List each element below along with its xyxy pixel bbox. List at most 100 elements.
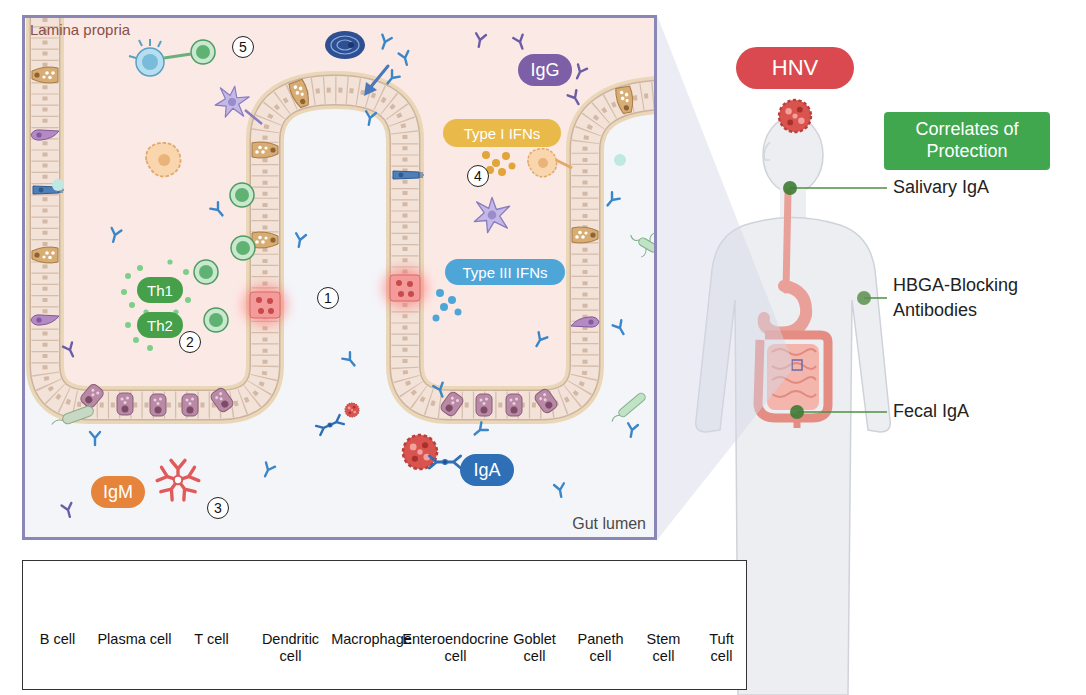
node-text: Th1 xyxy=(147,282,173,299)
epithelial-special-cells xyxy=(615,86,635,114)
lamina-cells xyxy=(136,48,164,76)
epithelium-band xyxy=(45,18,654,405)
epithelial-special-cells xyxy=(150,394,166,416)
lamina-cells xyxy=(492,159,500,167)
epithelial-special-cells xyxy=(79,382,105,409)
lumen-content xyxy=(554,483,566,498)
lamina-cells xyxy=(52,31,626,358)
callout-number: 3 xyxy=(207,497,229,519)
epithelial-special-cells xyxy=(506,394,522,416)
lamina-cells xyxy=(146,143,180,177)
correlate-label: Salivary IgA xyxy=(893,175,1063,200)
lamina-cells xyxy=(436,289,444,297)
lumen-content xyxy=(613,320,628,336)
lamina-cells xyxy=(230,183,254,207)
lamina-cells xyxy=(482,151,490,159)
lumen-content xyxy=(429,456,460,468)
norovirus-particle xyxy=(779,100,811,132)
epithelial-special-cells xyxy=(383,268,427,308)
lumen-content xyxy=(342,352,358,368)
lamina-cells xyxy=(245,110,262,124)
lamina-cells xyxy=(509,163,516,170)
correlate-label: HBGA-Blocking Antibodies xyxy=(893,273,1043,323)
lamina-propria-area xyxy=(45,18,654,405)
node-text: Type III IFNs xyxy=(462,264,547,281)
epithelial-special-cells xyxy=(393,171,424,179)
lumen-content xyxy=(51,419,63,425)
digestive-tract xyxy=(794,418,801,428)
lumen-content xyxy=(50,192,654,518)
epithelial-special-cells xyxy=(439,390,465,417)
lamina-cells xyxy=(364,111,376,126)
legend-box: B cellPlasma cellT cellDendritic cellMac… xyxy=(22,560,747,690)
callout-number: 1 xyxy=(317,287,339,309)
legend-label: Dendritic cell xyxy=(256,631,326,664)
region-label: Gut lumen xyxy=(572,515,646,533)
epithelial-special-cells xyxy=(182,394,198,416)
epithelial-special-cells xyxy=(252,142,278,158)
lamina-cells xyxy=(378,35,392,51)
lamina-cells xyxy=(231,236,255,260)
lamina-cells xyxy=(399,51,412,66)
epithelium-band xyxy=(45,18,654,405)
lamina-cells xyxy=(147,345,153,351)
lamina-cells xyxy=(474,33,486,48)
lumen-content xyxy=(403,435,437,469)
antibody-pill: IgG xyxy=(518,54,572,86)
digestive-tract xyxy=(786,192,788,290)
lamina-cells xyxy=(448,296,456,304)
lamina-cells xyxy=(167,259,172,264)
lumen-content xyxy=(50,405,95,429)
gut-panel-scene xyxy=(25,18,654,537)
lamina-cells xyxy=(63,342,78,358)
lamina-cells xyxy=(125,322,131,328)
correlate-pointers xyxy=(790,405,804,419)
epithelial-special-cells xyxy=(571,317,599,327)
lamina-cells xyxy=(498,168,506,176)
callout-number: 5 xyxy=(232,36,254,58)
node-text: 4 xyxy=(474,168,482,184)
lamina-cells xyxy=(185,297,191,303)
lamina-cells xyxy=(455,309,462,316)
lumen-content xyxy=(61,405,94,425)
lamina-cells xyxy=(164,54,191,58)
node-text: IgM xyxy=(103,482,133,503)
node-text: Correlates of Protection xyxy=(892,119,1042,162)
lamina-cells xyxy=(474,197,509,232)
epithelium-band xyxy=(45,18,654,405)
epithelial-special-cells xyxy=(252,232,278,248)
helper-t-pill: Th1 xyxy=(137,277,183,303)
lumen-content xyxy=(617,392,647,419)
lumen-content xyxy=(624,223,654,267)
lamina-cells xyxy=(513,35,527,51)
gut-panel-scene xyxy=(25,18,654,537)
epithelial-special-cells xyxy=(533,387,559,414)
lumen-content xyxy=(626,423,638,438)
cytokine-pill: Type I IFNs xyxy=(443,119,561,147)
epithelial-special-cells xyxy=(31,67,635,418)
lamina-cells xyxy=(502,152,510,160)
lamina-cells xyxy=(108,228,121,243)
blue-arrow xyxy=(364,82,377,96)
legend-label: Tuft cell xyxy=(702,631,742,664)
virus-pill: HNV xyxy=(736,47,854,89)
antibody-pill: IgA xyxy=(460,454,514,486)
epithelial-special-cells xyxy=(572,227,598,243)
lamina-cells xyxy=(52,179,64,191)
legend-label: T cell xyxy=(182,631,242,648)
blue-arrow xyxy=(370,66,388,88)
epithelium-band xyxy=(45,18,654,405)
callout-number: 4 xyxy=(467,165,489,187)
legend-label: Plasma cell xyxy=(90,631,180,648)
lamina-cells xyxy=(125,273,131,279)
blue-arrow xyxy=(364,66,388,96)
epithelial-special-cells xyxy=(31,315,59,325)
lumen-content xyxy=(261,462,276,478)
node-text: IgG xyxy=(530,60,559,81)
node-text: Th2 xyxy=(147,317,173,334)
lumen-content xyxy=(624,223,654,267)
legend-label: Stem cell xyxy=(641,631,686,664)
epithelial-special-cells xyxy=(243,285,287,325)
node-text: HNV xyxy=(772,55,818,81)
